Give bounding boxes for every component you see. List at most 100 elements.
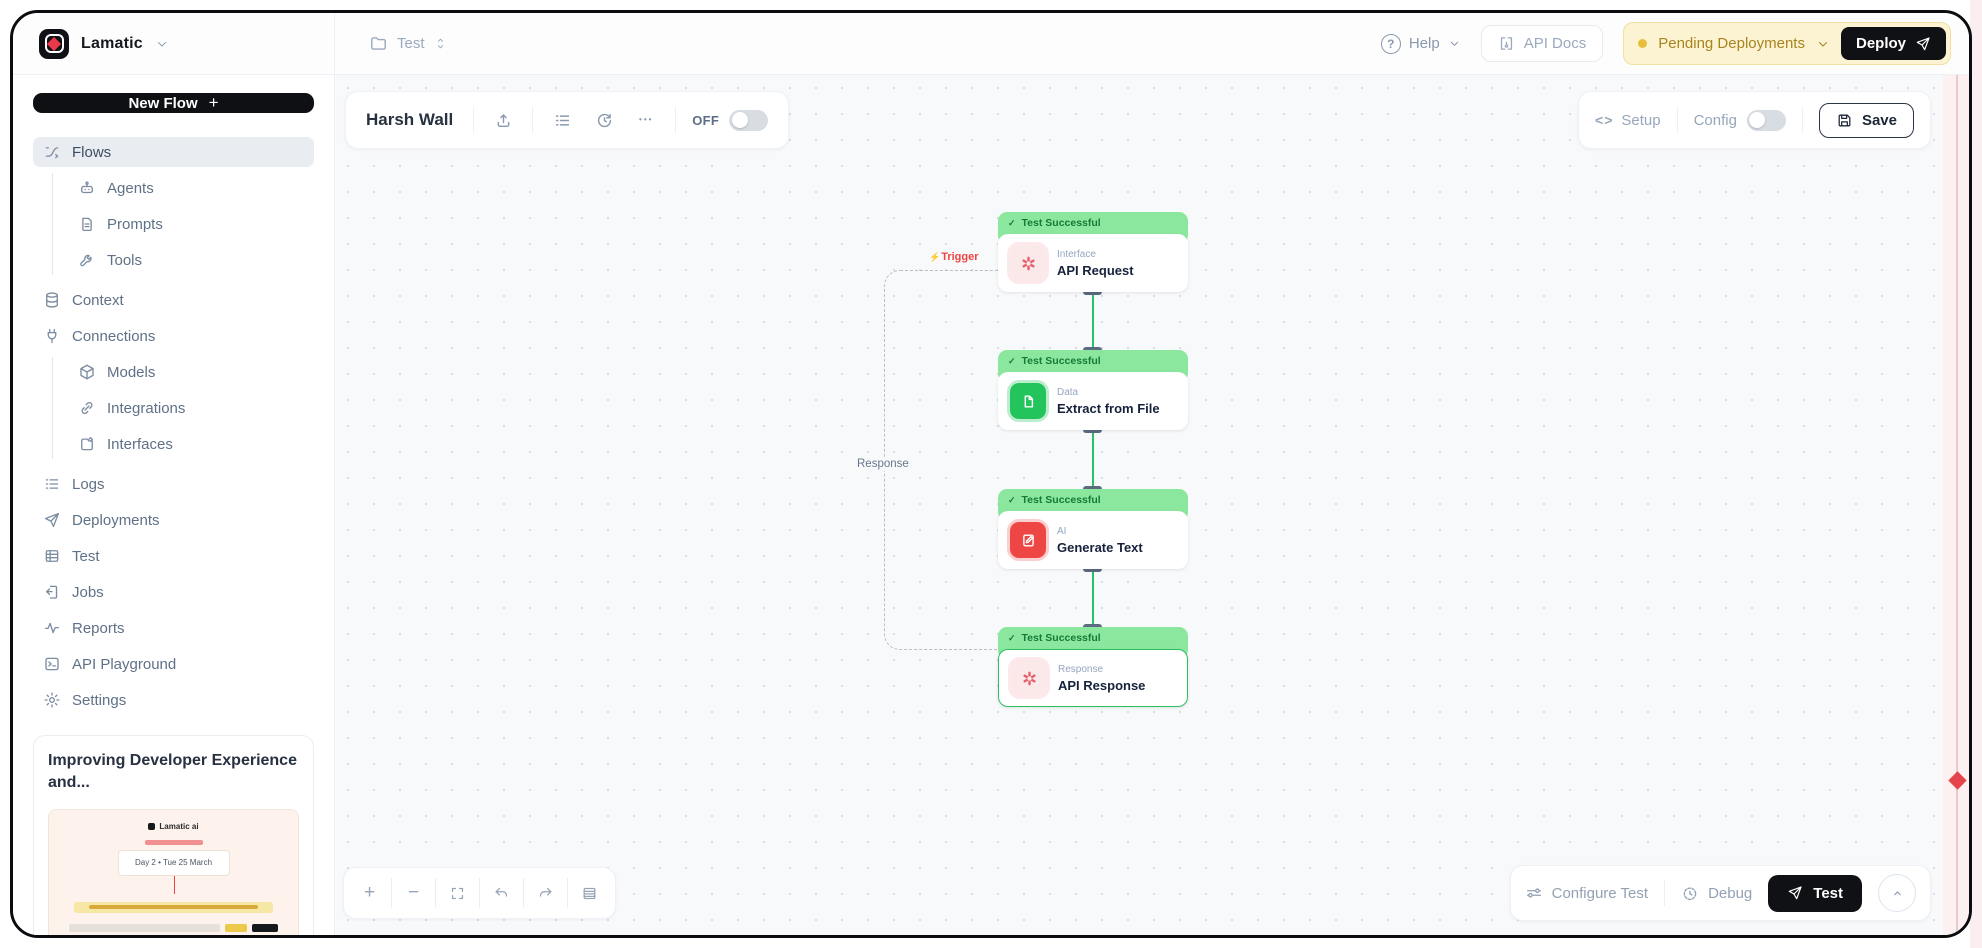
breadcrumb-project-name[interactable]: Test [397, 35, 425, 52]
project-switcher-icon[interactable] [434, 36, 447, 51]
sidebar-item-prompts[interactable]: Prompts [68, 209, 314, 239]
connections-subgroup: Models Integrations Interfaces [52, 357, 314, 459]
promo-card[interactable]: Improving Developer Experience and... La… [33, 735, 314, 935]
link-icon [78, 399, 96, 417]
workspace-switcher[interactable]: Lamatic [13, 13, 335, 74]
chevron-down-icon[interactable] [155, 37, 169, 51]
thumb-highlight-band [74, 902, 273, 913]
more-options-icon[interactable]: ••• [633, 115, 659, 125]
thumb-brand-row: Lamatic ai [49, 822, 298, 831]
sidebar-item-agents[interactable]: Agents [68, 173, 314, 203]
publish-icon[interactable] [490, 111, 516, 130]
zoom-out-button[interactable]: − [392, 868, 435, 918]
api-docs-label: API Docs [1524, 35, 1587, 52]
file-node-icon [1010, 383, 1046, 419]
chevron-down-icon[interactable] [1816, 37, 1830, 51]
flow-enabled-toggle-group: OFF [692, 110, 768, 131]
send-icon [1787, 885, 1803, 901]
sidebar-item-label: Jobs [72, 584, 104, 601]
notes-table-button[interactable] [568, 868, 611, 918]
undo-button[interactable] [480, 868, 523, 918]
node-card[interactable]: Interface API Request [998, 234, 1188, 292]
sidebar-item-test[interactable]: Test [33, 541, 314, 571]
config-toggle[interactable] [1747, 110, 1786, 131]
zoom-in-button[interactable]: + [348, 868, 391, 918]
steps-list-icon[interactable] [549, 111, 575, 130]
node-extract-from-file[interactable]: ✓ Test Successful Data Extract from File [998, 350, 1188, 430]
sidebar-item-api-playground[interactable]: API Playground [33, 649, 314, 679]
thumb-red-tagline [145, 840, 203, 845]
flow-title[interactable]: Harsh Wall [366, 110, 457, 130]
sidebar-item-label: Integrations [107, 400, 185, 417]
code-icon: <> [1595, 112, 1613, 128]
response-node-icon [1011, 660, 1047, 696]
debug-button[interactable]: Debug [1681, 884, 1752, 902]
deploy-label: Deploy [1856, 35, 1906, 52]
sidebar-item-label: Models [107, 364, 155, 381]
sidebar-item-context[interactable]: Context [33, 285, 314, 315]
new-flow-label: New Flow [128, 95, 197, 112]
sidebar-item-jobs[interactable]: Jobs [33, 577, 314, 607]
window-icon [78, 435, 96, 453]
node-category: Data [1057, 387, 1160, 398]
run-panel: Configure Test Debug Test [1510, 865, 1931, 921]
sidebar-item-interfaces[interactable]: Interfaces [68, 429, 314, 459]
interface-node-icon [1010, 245, 1046, 281]
promo-title: Improving Developer Experience and... [48, 750, 299, 795]
sidebar-item-label: Agents [107, 180, 154, 197]
configure-test-label: Configure Test [1552, 885, 1648, 902]
sidebar-item-settings[interactable]: Settings [33, 685, 314, 715]
help-menu[interactable]: ? Help [1381, 34, 1461, 54]
new-flow-button[interactable]: New Flow + [33, 93, 314, 113]
chevron-down-icon [1448, 37, 1461, 50]
flow-icon [43, 143, 61, 161]
flow-canvas[interactable]: ⚡ Trigger Response ✓ Test Successful [335, 75, 1969, 935]
sidebar-item-flows[interactable]: Flows [33, 137, 314, 167]
setup-button[interactable]: <> Setup [1595, 112, 1661, 129]
pending-deployments-pill[interactable]: Pending Deployments Deploy [1623, 22, 1951, 65]
deploy-button[interactable]: Deploy [1841, 27, 1946, 60]
node-card[interactable]: Data Extract from File [998, 372, 1188, 430]
flow-header-panel: Harsh Wall ••• OFF [345, 91, 789, 149]
help-label: Help [1409, 35, 1440, 52]
app-window: Lamatic Test ? Help [10, 10, 1972, 938]
config-label: Config [1694, 112, 1737, 129]
expand-run-options-button[interactable] [1878, 874, 1916, 912]
config-toggle-group: Config [1694, 110, 1786, 131]
sidebar-item-integrations[interactable]: Integrations [68, 393, 314, 423]
node-card[interactable]: AI Generate Text [998, 511, 1188, 569]
test-label: Test [1813, 885, 1843, 902]
node-title: Extract from File [1057, 401, 1160, 416]
file-sync-icon [43, 583, 61, 601]
save-icon [1836, 112, 1853, 129]
flows-subgroup: Agents Prompts Tools [52, 173, 314, 275]
node-generate-text[interactable]: ✓ Test Successful AI Generate Text [998, 489, 1188, 569]
sidebar-item-label: Logs [72, 476, 105, 493]
off-label: OFF [692, 113, 719, 128]
sidebar-item-models[interactable]: Models [68, 357, 314, 387]
flow-enabled-toggle[interactable] [729, 110, 768, 131]
node-category: Response [1058, 664, 1145, 675]
history-icon[interactable] [591, 111, 617, 130]
sidebar-item-logs[interactable]: Logs [33, 469, 314, 499]
sidebar-item-reports[interactable]: Reports [33, 613, 314, 643]
check-icon: ✓ [1008, 356, 1016, 367]
sidebar-item-connections[interactable]: Connections [33, 321, 314, 351]
send-icon [43, 511, 61, 529]
api-docs-button[interactable]: API Docs [1481, 25, 1604, 62]
sidebar-item-tools[interactable]: Tools [68, 245, 314, 275]
node-card[interactable]: Response API Response [998, 649, 1188, 707]
save-button[interactable]: Save [1819, 103, 1914, 138]
configure-test-button[interactable]: Configure Test [1525, 884, 1648, 902]
edge-2 [1092, 430, 1094, 489]
thumb-date-card: Day 2 • Tue 25 March [118, 850, 230, 876]
test-button[interactable]: Test [1768, 875, 1862, 912]
debug-label: Debug [1708, 885, 1752, 902]
redo-button[interactable] [524, 868, 567, 918]
node-api-request[interactable]: ✓ Test Successful Interface API Request [998, 212, 1188, 292]
fit-view-button[interactable] [436, 868, 479, 918]
timer-icon [1681, 884, 1699, 902]
node-api-response[interactable]: ✓ Test Successful Response API Response [998, 627, 1188, 707]
node-status-text: Test Successful [1022, 494, 1101, 506]
sidebar-item-deployments[interactable]: Deployments [33, 505, 314, 535]
